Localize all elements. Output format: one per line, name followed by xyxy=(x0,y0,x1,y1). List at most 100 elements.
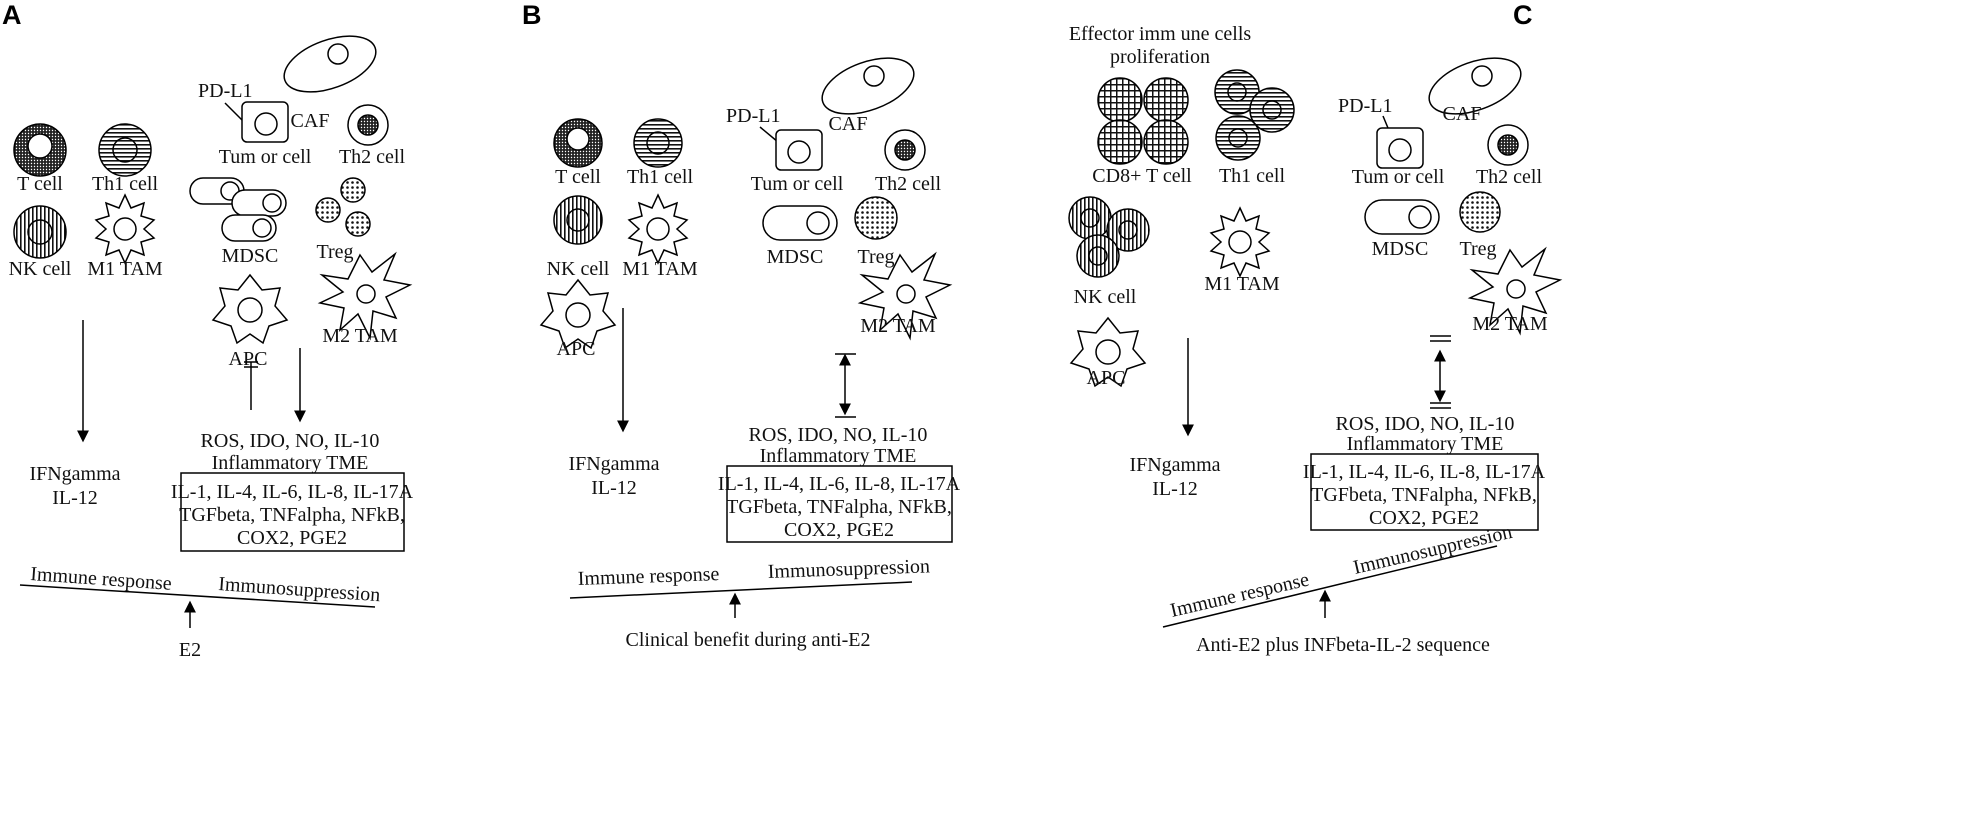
apc-icon xyxy=(211,273,289,345)
t-cell-label: T cell xyxy=(17,173,63,195)
il12-label: IL-12 xyxy=(52,487,98,509)
th1-cell-label: Th1 cell xyxy=(1219,165,1286,187)
mdsc-icon xyxy=(1364,199,1440,235)
treg-label: Treg xyxy=(857,246,894,268)
caf-label: CAF xyxy=(291,110,330,132)
bottom-label: Clinical benefit during anti-E2 xyxy=(626,629,871,651)
cd8-t-cell-label: CD8+ T cell xyxy=(1092,165,1192,187)
tumor-cell-icon xyxy=(241,101,289,143)
caf-icon xyxy=(821,57,915,115)
treg-label: Treg xyxy=(316,241,353,263)
cd8-t-cell-icon xyxy=(1097,77,1189,165)
balance-left-label: Immune response xyxy=(577,563,719,590)
ifn-label: IFNgamma xyxy=(568,453,659,475)
box-line-3: COX2, PGE2 xyxy=(784,519,894,541)
cytokine-box xyxy=(726,465,953,543)
panel-b: B T cell Th1 cell NK cell M1 TAM APC PD-… xyxy=(522,0,961,651)
balance-beam xyxy=(1162,545,1498,628)
m2-tam-label: M2 TAM xyxy=(860,315,935,337)
balance-beam xyxy=(19,584,376,608)
th2-cell-icon xyxy=(1487,124,1529,166)
panel-a: A T cell Th1 cell NK cell M1 TAM PD-L1 xyxy=(2,0,414,661)
bottom-label: Anti-E2 plus INFbeta-IL-2 sequence xyxy=(1196,634,1490,656)
nk-cell-label: NK cell xyxy=(547,258,610,280)
m2-tam-label: M2 TAM xyxy=(322,325,397,347)
box-line-2: TGFbeta, TNFalpha, NFkB, xyxy=(179,504,405,526)
m2-tam-icon xyxy=(1467,246,1563,336)
th1-cell-icon xyxy=(633,118,683,168)
treg-icon xyxy=(1459,191,1501,233)
apc-icon xyxy=(539,278,617,350)
caf-label: CAF xyxy=(829,113,868,135)
th1-cell-icon xyxy=(1214,69,1295,161)
th1-cell-label: Th1 cell xyxy=(627,166,694,188)
ifn-label: IFNgamma xyxy=(29,463,120,485)
treg-icon xyxy=(854,196,898,240)
cytokine-box xyxy=(180,472,405,552)
box-line-3: COX2, PGE2 xyxy=(1369,507,1479,529)
pdl1-label: PD-L1 xyxy=(198,80,252,102)
ros-label: ROS, IDO, NO, IL-10 xyxy=(1336,413,1515,435)
tme-label: Inflammatory TME xyxy=(760,445,917,467)
tumor-cell-label: Tum or cell xyxy=(1352,166,1445,188)
m1-tam-label: M1 TAM xyxy=(87,258,162,280)
treg-label: Treg xyxy=(1459,238,1496,260)
mdsc-label: MDSC xyxy=(222,245,279,267)
box-line-1: IL-1, IL-4, IL-6, IL-8, IL-17A xyxy=(1303,461,1546,483)
il12-label: IL-12 xyxy=(591,477,637,499)
pdl1-label: PD-L1 xyxy=(1338,95,1392,117)
th2-cell-label: Th2 cell xyxy=(875,173,942,195)
nk-cell-icon xyxy=(1068,196,1150,278)
apc-label: APC xyxy=(1087,367,1126,389)
th1-cell-label: Th1 cell xyxy=(92,173,159,195)
box-line-2: TGFbeta, TNFalpha, NFkB, xyxy=(1311,484,1537,506)
cytokine-box xyxy=(1310,453,1539,531)
box-line-1: IL-1, IL-4, IL-6, IL-8, IL-17A xyxy=(171,481,414,503)
mdsc-icon xyxy=(762,205,838,241)
ros-label: ROS, IDO, NO, IL-10 xyxy=(749,424,928,446)
effector-title: Effector imm une cells xyxy=(1069,23,1252,45)
pdl1-label: PD-L1 xyxy=(726,105,780,127)
nk-cell-icon xyxy=(553,195,603,245)
th2-cell-icon xyxy=(347,104,389,146)
box-line-2: TGFbeta, TNFalpha, NFkB, xyxy=(726,496,952,518)
box-line-1: IL-1, IL-4, IL-6, IL-8, IL-17A xyxy=(718,473,961,495)
mdsc-label: MDSC xyxy=(767,246,824,268)
ifn-label: IFNgamma xyxy=(1129,454,1220,476)
nk-cell-label: NK cell xyxy=(9,258,72,280)
t-cell-label: T cell xyxy=(555,166,601,188)
il12-label: IL-12 xyxy=(1152,478,1198,500)
th2-cell-label: Th2 cell xyxy=(339,146,406,168)
m2-tam-label: M2 TAM xyxy=(1472,313,1547,335)
t-cell-icon xyxy=(13,123,67,177)
effector-subtitle: proliferation xyxy=(1110,46,1210,68)
apc-icon xyxy=(1069,316,1147,388)
m1-tam-label: M1 TAM xyxy=(1204,273,1279,295)
bottom-label: E2 xyxy=(179,639,201,661)
panel-c: C Effector imm une cells proliferation C… xyxy=(1068,0,1563,656)
th1-cell-icon xyxy=(98,123,152,177)
ros-label: ROS, IDO, NO, IL-10 xyxy=(201,430,380,452)
tumor-cell-icon xyxy=(1376,127,1424,169)
panel-letter: B xyxy=(522,0,542,30)
caf-icon xyxy=(1428,57,1522,115)
th2-cell-label: Th2 cell xyxy=(1476,166,1543,188)
nk-cell-icon xyxy=(13,205,67,259)
box-line-3: COX2, PGE2 xyxy=(237,527,347,549)
treg-icon xyxy=(315,177,371,237)
apc-label: APC xyxy=(229,348,268,370)
panel-letter: C xyxy=(1513,0,1533,30)
balance-left-label: Immune response xyxy=(1168,569,1311,622)
nk-cell-label: NK cell xyxy=(1074,286,1137,308)
tme-label: Inflammatory TME xyxy=(1347,433,1504,455)
tumor-cell-label: Tum or cell xyxy=(219,146,312,168)
m1-tam-icon xyxy=(1209,206,1271,278)
m2-tam-icon xyxy=(317,251,413,341)
panel-letter: A xyxy=(2,0,22,30)
t-cell-icon xyxy=(553,118,603,168)
tumor-cell-icon xyxy=(775,129,823,171)
tme-label: Inflammatory TME xyxy=(212,452,369,474)
mdsc-icon xyxy=(189,177,287,242)
m1-tam-icon xyxy=(94,193,156,265)
